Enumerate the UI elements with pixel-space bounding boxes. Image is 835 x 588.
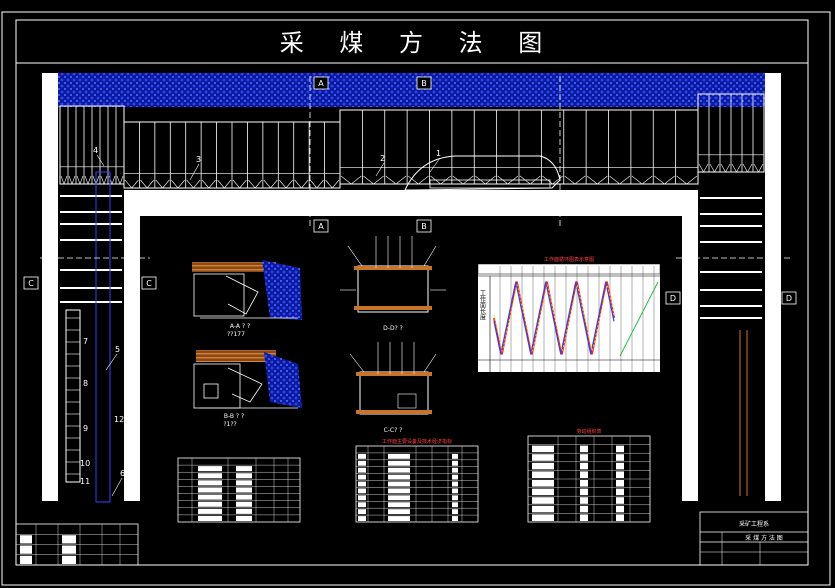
callout-11: 11	[80, 477, 90, 486]
graph-blue-wave	[493, 280, 615, 356]
svg-text:B: B	[421, 222, 427, 231]
cc-caption: C-C? ?	[384, 427, 403, 434]
support-grid	[59, 93, 765, 189]
title-block	[699, 511, 809, 566]
callout-9: 9	[83, 424, 88, 433]
graph-title: 工作面循环图表示意图	[544, 256, 594, 263]
right-roadway-rails	[700, 197, 762, 319]
conveyor	[429, 179, 551, 189]
section-view-aa	[192, 260, 302, 320]
section-marker-d-left: D	[665, 291, 681, 305]
aa-sub: ??177	[227, 331, 245, 338]
table-mid	[355, 445, 479, 523]
left-roadway-wall-outer	[42, 73, 58, 501]
coal-seam-band	[56, 73, 768, 107]
svg-text:C: C	[146, 279, 152, 288]
bb-caption: B-B ? ?	[224, 413, 244, 420]
left-roadway-wall-inner	[124, 190, 140, 501]
section-marker-c-right: C	[141, 276, 157, 290]
callout-10: 10	[80, 459, 90, 468]
left-roadway-rails	[60, 195, 122, 303]
table-mid-caption: 工作面主要设备及技术经济指标	[382, 438, 452, 445]
callout-5: 5	[115, 345, 120, 354]
callout-2: 2	[380, 154, 385, 163]
callout-6: 6	[120, 469, 125, 478]
section-marker-c-left: C	[23, 276, 39, 290]
section-marker-b-top: B	[416, 76, 432, 90]
section-view-dd	[340, 236, 446, 313]
inner-frame	[15, 19, 809, 566]
outer-frame	[1, 11, 831, 586]
svg-text:A: A	[318, 222, 324, 231]
title-block-drawing-name: 采 煤 方 法 图	[745, 534, 783, 542]
bottom-connecting-roadway	[124, 190, 698, 216]
table-left	[177, 457, 301, 523]
callout-1: 1	[436, 149, 441, 158]
callout-4: 4	[93, 146, 98, 155]
svg-text:B: B	[421, 79, 427, 88]
svg-text:C: C	[28, 279, 34, 288]
right-roadway-wall-inner	[682, 190, 698, 501]
bb-sub: ?1??	[223, 421, 236, 428]
support-columns	[60, 94, 764, 189]
section-marker-b-bottom: B	[416, 219, 432, 233]
table-right	[527, 435, 651, 523]
section-marker-a-bottom: A	[313, 219, 329, 233]
section-view-cc	[349, 342, 437, 415]
left-shaft	[95, 171, 111, 503]
title-block-company: 采矿工程系	[739, 520, 769, 528]
callouts: 1 2 3 4 5 6 7 8 9 10 11 12	[80, 146, 441, 497]
svg-text:A: A	[318, 79, 324, 88]
section-marker-d-right: D	[781, 291, 797, 305]
cycle-graph	[477, 263, 661, 372]
graph-side-label: 工作面长度	[479, 290, 486, 321]
shearer	[404, 155, 561, 191]
section-view-bb	[193, 350, 302, 409]
drawing-title: 采 煤 方 法 图	[280, 29, 557, 57]
callout-12: 12	[114, 415, 124, 424]
dd-caption: D-D? ?	[383, 325, 403, 332]
aa-caption: A-A ? ?	[230, 323, 250, 330]
table-right-caption: 劳动组织表	[576, 428, 601, 435]
revision-table	[15, 523, 139, 566]
svg-text:D: D	[670, 294, 676, 303]
svg-text:D: D	[786, 294, 792, 303]
left-equipment-ticks	[66, 317, 80, 475]
callout-8: 8	[83, 379, 88, 388]
callout-3: 3	[196, 155, 201, 164]
right-roadway-wall-outer	[765, 73, 781, 501]
graph-green-line	[619, 281, 659, 357]
section-marker-a-top: A	[313, 76, 329, 90]
left-equipment-column	[65, 309, 81, 483]
callout-7: 7	[83, 337, 88, 346]
